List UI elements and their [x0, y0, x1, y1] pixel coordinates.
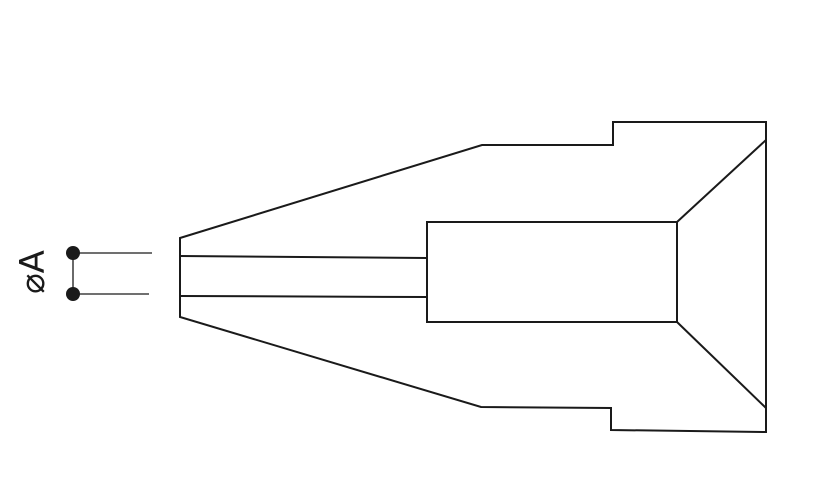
inner-chamber	[426, 221, 678, 323]
nozzle-outline	[179, 121, 767, 434]
bore-bottom-line	[179, 295, 428, 298]
bore-top-line	[179, 255, 428, 259]
dimension-label: ⌀A	[13, 250, 53, 294]
cone-top-line	[676, 139, 767, 223]
dimension-dot-bottom	[66, 287, 80, 301]
diameter-dimension: ⌀A	[13, 246, 152, 301]
cone-bottom-line	[676, 321, 767, 409]
dimension-dot-top	[66, 246, 80, 260]
